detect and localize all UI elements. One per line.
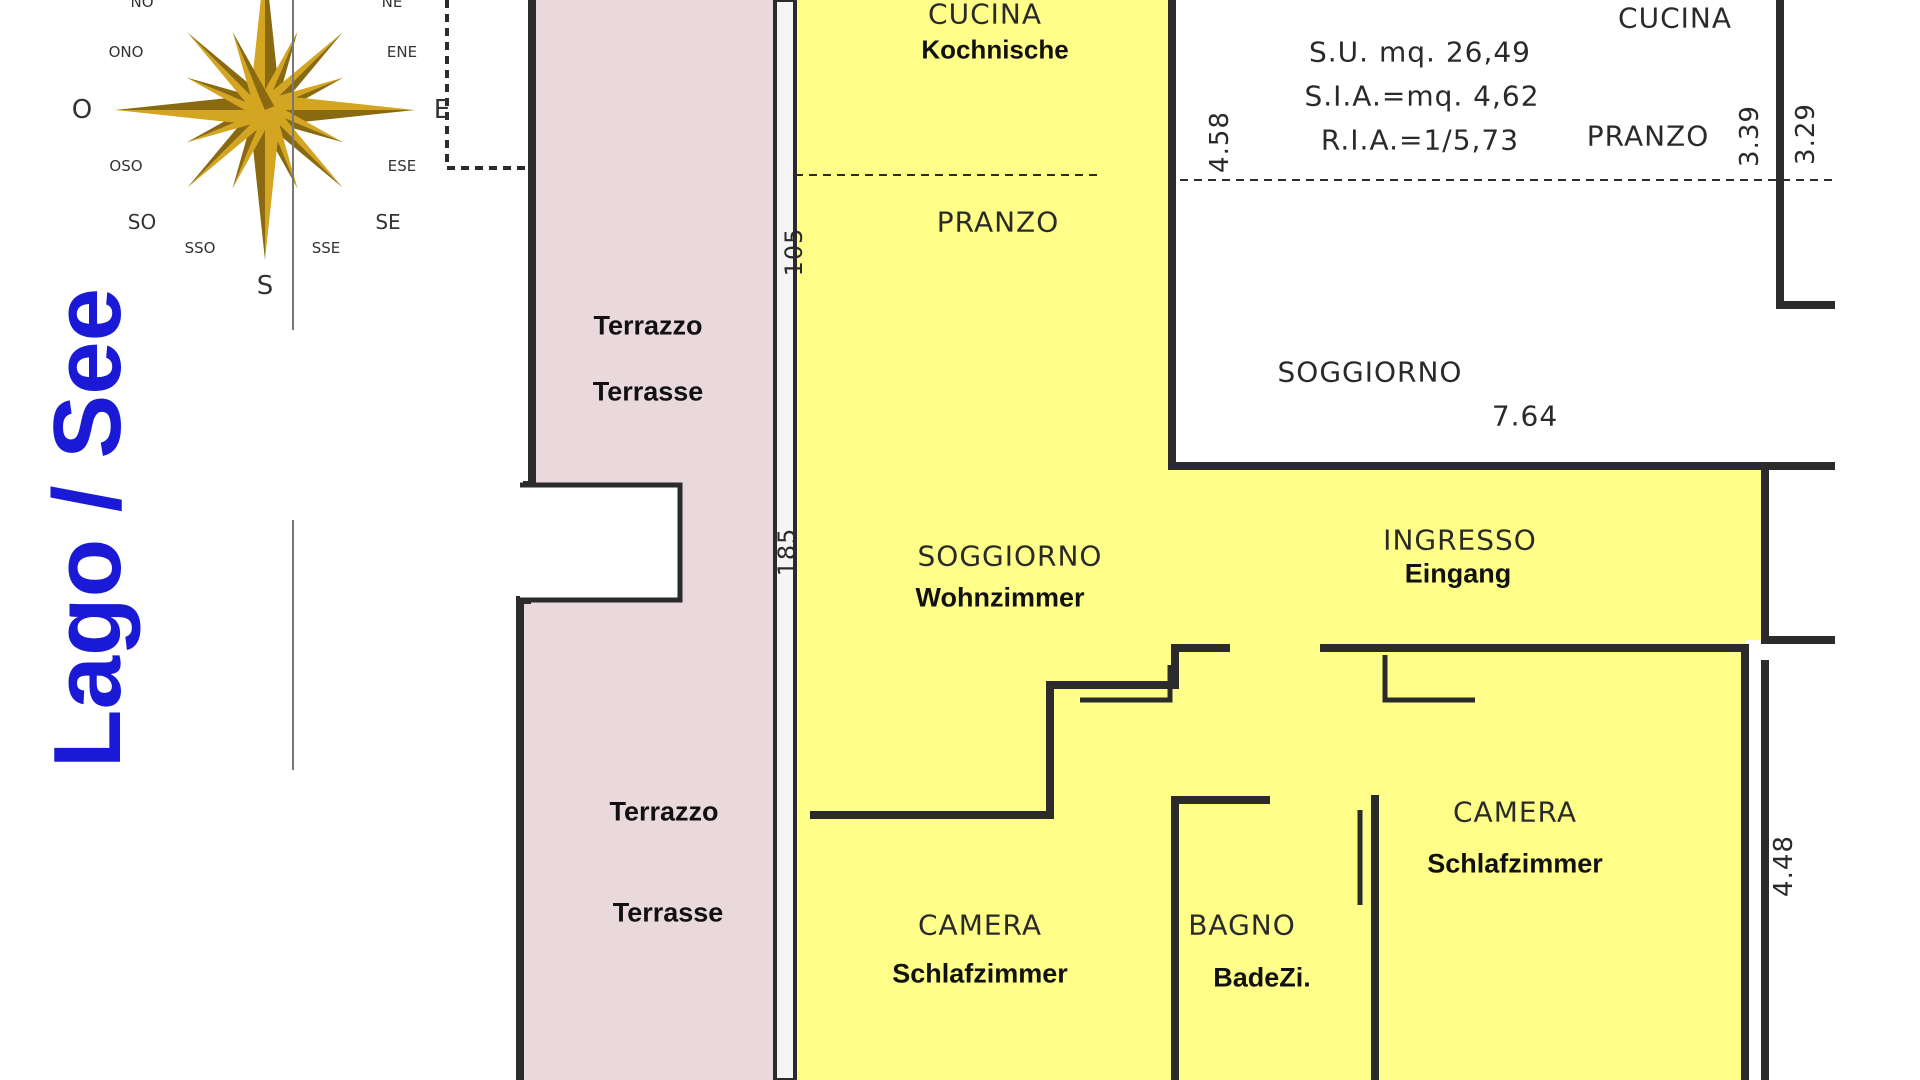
dim-458: 4.58 xyxy=(1205,111,1235,173)
bedroom-door xyxy=(1382,655,1475,703)
bath-wall-left xyxy=(1171,796,1270,1080)
compass-point xyxy=(257,32,343,110)
neighbor-walls xyxy=(1168,0,1835,470)
compass-point xyxy=(232,31,265,114)
entrance-right-wall xyxy=(1761,470,1835,644)
dim-448: 4.48 xyxy=(1769,835,1799,897)
bathroom-label-it: BAGNO xyxy=(1188,908,1296,942)
compass-point xyxy=(265,110,281,260)
compass-rose-icon xyxy=(115,0,415,260)
compass-point xyxy=(187,32,265,118)
terrace2-label-it: Terrazzo xyxy=(609,796,719,827)
terrace1-label-it: Terrazzo xyxy=(593,310,703,341)
lake-label: Lago / See xyxy=(34,287,141,769)
compass-point xyxy=(265,102,343,188)
neighbor-kitchen-label: CUCINA xyxy=(1618,1,1732,35)
dining-label-it: PRANZO xyxy=(936,205,1060,239)
compass-ne: NE xyxy=(381,0,403,11)
window-strip xyxy=(773,0,797,1080)
bedroom1-label-it: CAMERA xyxy=(917,908,1043,942)
compass-west: O xyxy=(71,95,93,125)
entrance-wall xyxy=(1320,644,1749,1080)
compass-point xyxy=(265,100,344,143)
terrace-notch xyxy=(520,482,683,603)
compass-point xyxy=(265,94,415,110)
compass-no: NO xyxy=(130,0,154,11)
compass-south: S xyxy=(256,271,274,301)
neighbor-width: 7.64 xyxy=(1491,399,1559,433)
dim-185: 185 xyxy=(773,527,801,577)
compass-sse: SSE xyxy=(311,239,341,257)
compass-se: SE xyxy=(375,210,401,234)
terrace2-label-de: Terrasse xyxy=(612,897,724,928)
dim-339: 3.39 xyxy=(1735,105,1765,167)
compass-point xyxy=(187,110,273,188)
interior-walls xyxy=(810,644,1230,819)
corridor-door xyxy=(1080,665,1173,703)
neighbor-su: S.U. mq. 26,49 xyxy=(1309,35,1531,69)
apartment-area xyxy=(790,0,1765,1080)
compass-point xyxy=(232,110,275,189)
entrance-label-de: Eingang xyxy=(1404,558,1512,589)
neighbor-living-label: SOGGIORNO xyxy=(1277,355,1463,389)
compass-frame xyxy=(445,0,530,170)
compass-point-shade xyxy=(232,31,275,111)
compass-oso: OSO xyxy=(109,157,143,175)
compass-ono: ONO xyxy=(108,43,144,61)
neighbor-dining-label: PRANZO xyxy=(1586,119,1710,153)
compass-point xyxy=(255,31,298,111)
neighbor-ria: R.I.A.=1/5,73 xyxy=(1320,123,1520,157)
living-label-de: Wohnzimmer xyxy=(915,582,1085,613)
compass-ene: ENE xyxy=(386,43,418,61)
neighbor-sia: S.I.A.=mq. 4,62 xyxy=(1304,79,1540,113)
bedroom2-label-de: Schlafzimmer xyxy=(1427,848,1603,879)
compass-sso: SSO xyxy=(184,239,216,257)
neighbor-right-wall xyxy=(1776,0,1835,309)
compass-so: SO xyxy=(127,210,157,234)
compass-ese: ESE xyxy=(387,157,417,175)
compass-east: E xyxy=(433,95,451,125)
kitchen-label-it: CUCINA xyxy=(928,0,1042,31)
compass-point xyxy=(115,110,265,126)
terrace1-label-de: Terrasse xyxy=(592,376,704,407)
bedroom2-label-it: CAMERA xyxy=(1452,795,1578,829)
entrance-label-it: INGRESSO xyxy=(1383,523,1537,557)
dim-105: 105 xyxy=(780,227,808,277)
kitchen-label-de: Kochnische xyxy=(921,34,1069,65)
living-label-it: SOGGIORNO xyxy=(917,539,1103,573)
compass-point xyxy=(186,77,265,120)
dim-329: 3.29 xyxy=(1791,103,1821,165)
bedroom1-label-de: Schlafzimmer xyxy=(892,958,1068,989)
bathroom-label-de: BadeZi. xyxy=(1213,962,1311,993)
